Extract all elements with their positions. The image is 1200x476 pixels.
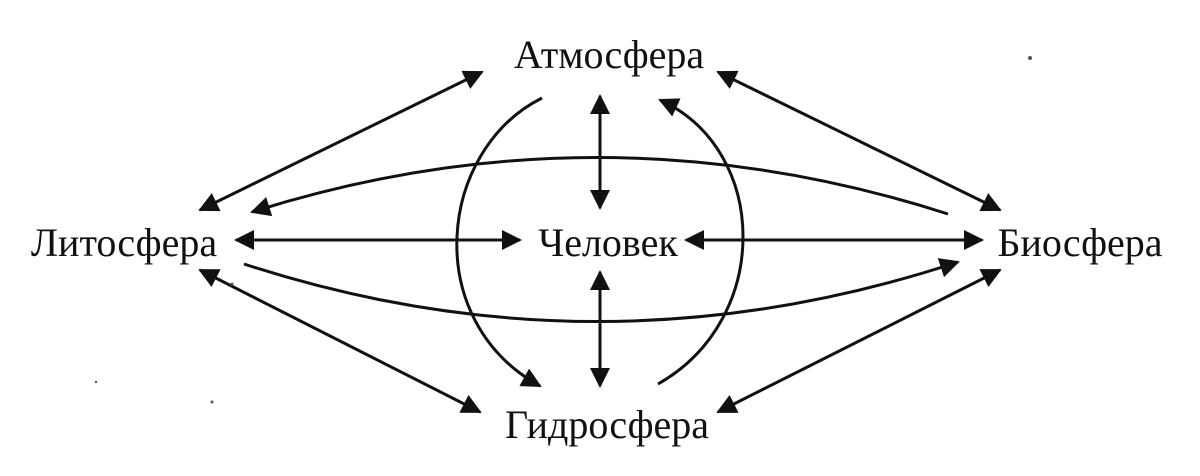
node-hydrosphere: Гидросфера xyxy=(505,402,709,447)
arrow-lithosphere-hydrosphere xyxy=(198,268,482,414)
arrow-hydrosphere-biosphere xyxy=(716,268,1002,414)
arrow-atmosphere-biosphere xyxy=(716,70,1002,212)
node-atmosphere: Атмосфера xyxy=(514,32,705,77)
cycle-arc-right xyxy=(657,98,745,386)
scan-speck xyxy=(94,380,98,384)
scan-speck xyxy=(230,282,234,286)
node-biosphere: Биосфера xyxy=(997,220,1162,265)
node-human: Человек xyxy=(538,220,678,265)
arrow-lithosphere-atmosphere xyxy=(198,70,484,212)
cycle-arc-left xyxy=(455,96,543,388)
node-lithosphere: Литосфера xyxy=(31,220,217,265)
scan-speck xyxy=(210,400,214,404)
scan-speck xyxy=(1028,56,1032,60)
